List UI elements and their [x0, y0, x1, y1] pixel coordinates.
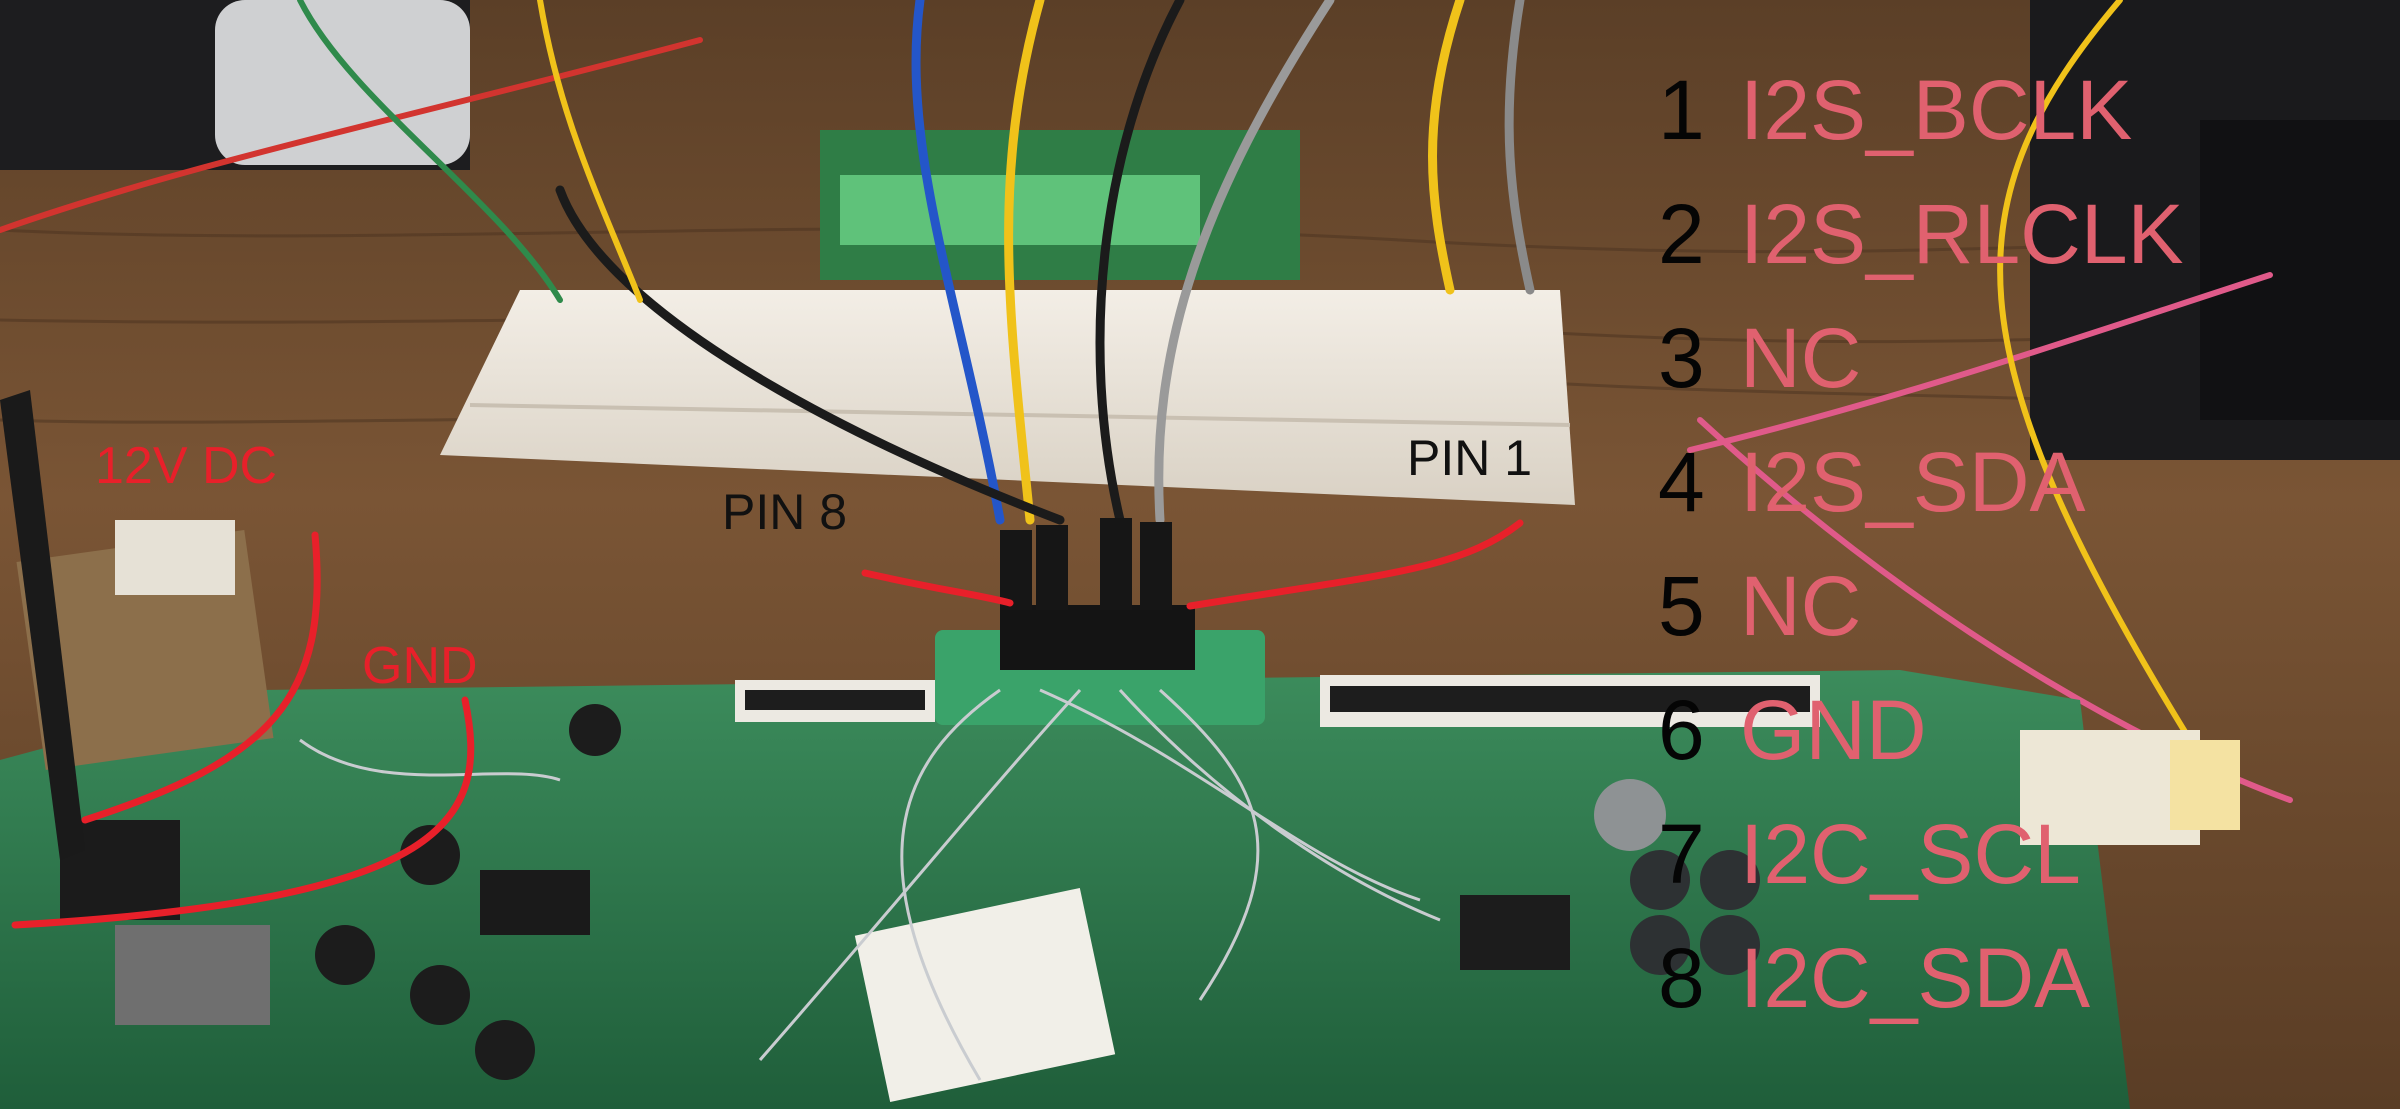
pcb-components — [60, 704, 1760, 1103]
dc-bracket — [81, 531, 321, 824]
pin-number: 3 — [1658, 311, 1705, 405]
pin-number: 4 — [1658, 435, 1705, 529]
pin-signal: I2S_RLCLK — [1740, 187, 2184, 281]
power-label: 12V DC — [95, 437, 278, 495]
pin-number: 6 — [1658, 683, 1705, 777]
pin-signal: NC — [1740, 311, 1862, 405]
fpc-slot-right — [1330, 686, 1810, 712]
jumper-wires — [0, 0, 2293, 803]
pin-signal: I2S_SDA — [1740, 435, 2086, 529]
pin-number: 1 — [1658, 63, 1705, 157]
pin-number: 2 — [1658, 187, 1705, 281]
tv-mainboard — [0, 670, 2130, 1109]
pin-signal: I2S_BCLK — [1740, 63, 2133, 157]
ground-label: GND — [362, 637, 478, 695]
terminal-block — [840, 175, 1200, 245]
pin-header — [1000, 605, 1195, 670]
solder-wires — [299, 688, 1441, 1081]
pin-signal: NC — [1740, 559, 1862, 653]
breadboard — [440, 290, 1575, 505]
pin1-pointer — [1186, 519, 1524, 610]
annotation-marks — [11, 519, 1524, 929]
jst-latch — [2170, 740, 2240, 830]
dupont-connectors — [1000, 518, 1172, 610]
pin-number: 8 — [1658, 931, 1705, 1025]
speaker-front — [215, 0, 470, 165]
probe — [0, 390, 85, 860]
psu-connector — [115, 520, 235, 595]
pin-signal: I2C_SCL — [1740, 807, 2081, 901]
pin-signal: GND — [1740, 683, 1927, 777]
pin-number: 7 — [1658, 807, 1705, 901]
gnd-bracket — [11, 696, 475, 929]
pin-signal: I2C_SDA — [1740, 931, 2091, 1025]
pin1-label: PIN 1 — [1407, 430, 1533, 486]
fpc-slot-left — [745, 690, 925, 710]
pin8-pointer — [861, 569, 1014, 607]
case-vent — [2200, 120, 2400, 420]
pin8-label: PIN 8 — [722, 484, 848, 540]
pin-number: 5 — [1658, 559, 1705, 653]
